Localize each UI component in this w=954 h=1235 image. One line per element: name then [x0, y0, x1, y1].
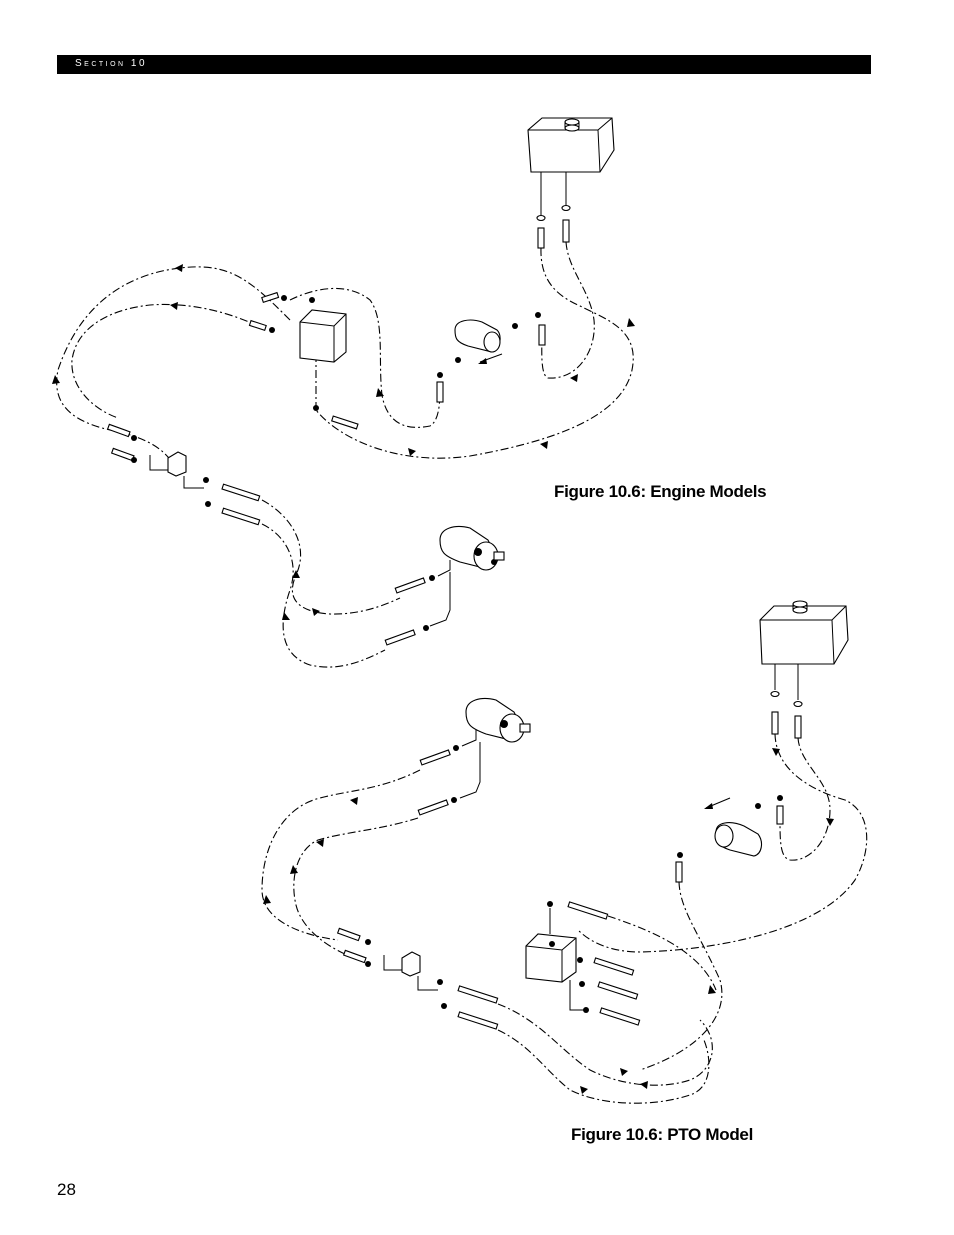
section-header-bar: Section 10 [57, 55, 871, 74]
page-number: 28 [57, 1180, 76, 1199]
control-valve [167, 451, 187, 477]
engine-models-diagram [52, 117, 635, 668]
figure-caption-engine-models: Figure 10.6: Engine Models [554, 482, 767, 501]
pto-hydraulic-motor [465, 697, 531, 743]
hydraulic-motor [439, 525, 505, 571]
filter-block [299, 309, 347, 363]
reservoir-tank [527, 117, 615, 173]
pto-control-valve [401, 951, 421, 977]
pto-filter-block [525, 933, 577, 983]
figure-caption-pto-model: Figure 10.6: PTO Model [571, 1125, 754, 1144]
pto-model-diagram [261, 600, 868, 1104]
pto-gear-pump [714, 822, 763, 857]
section-label: Section 10 [75, 58, 148, 69]
pto-reservoir-tank [759, 600, 849, 665]
gear-pump [454, 319, 503, 364]
